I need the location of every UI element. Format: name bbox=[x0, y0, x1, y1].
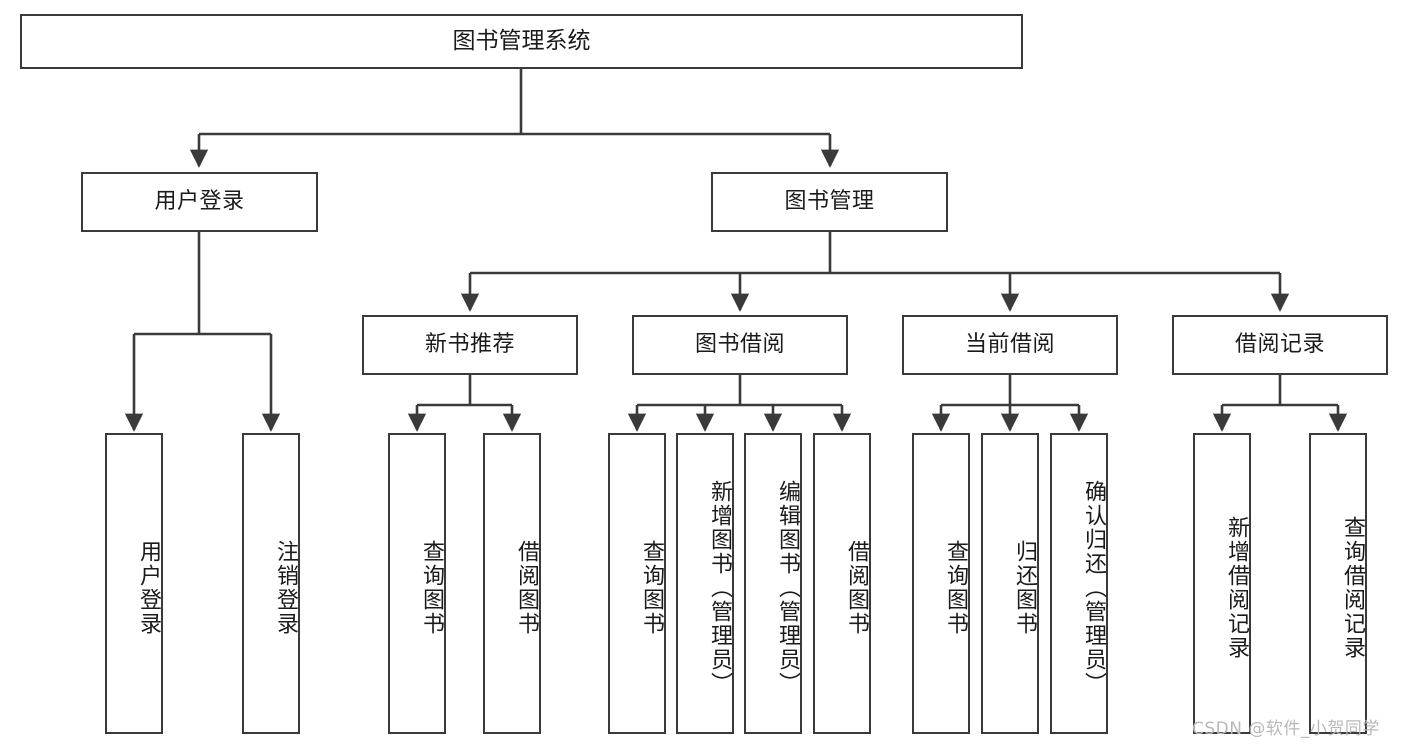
leaf-query-book-2[interactable]: 查询图书 bbox=[608, 433, 666, 734]
leaf-add-book-label: 新增图书（管理员） bbox=[707, 479, 732, 696]
leaf-query-record[interactable]: 查询借阅记录 bbox=[1309, 433, 1367, 734]
leaf-borrow-book-1-label: 借阅图书 bbox=[514, 539, 539, 636]
node-root[interactable]: 图书管理系统 bbox=[20, 14, 1023, 69]
leaf-user-login-label: 用户登录 bbox=[136, 539, 161, 636]
leaf-add-record[interactable]: 新增借阅记录 bbox=[1193, 433, 1251, 734]
node-new-book-recommend[interactable]: 新书推荐 bbox=[362, 315, 578, 375]
leaf-logout-login[interactable]: 注销登录 bbox=[242, 433, 300, 734]
leaf-borrow-book-2-label: 借阅图书 bbox=[844, 539, 869, 636]
leaf-edit-book-label: 编辑图书（管理员） bbox=[775, 479, 800, 696]
node-book-manage-label: 图书管理 bbox=[784, 189, 875, 215]
leaf-borrow-book-1[interactable]: 借阅图书 bbox=[483, 433, 541, 734]
node-user-login[interactable]: 用户登录 bbox=[81, 172, 318, 232]
leaf-confirm-return-label: 确认归还（管理员） bbox=[1081, 479, 1106, 696]
node-current-borrow-label: 当前借阅 bbox=[964, 332, 1055, 358]
leaf-add-record-label: 新增借阅记录 bbox=[1224, 515, 1249, 660]
leaf-logout-login-label: 注销登录 bbox=[273, 539, 298, 636]
node-borrow-record[interactable]: 借阅记录 bbox=[1172, 315, 1388, 375]
leaf-query-book-1-label: 查询图书 bbox=[419, 539, 444, 636]
node-user-login-label: 用户登录 bbox=[154, 189, 245, 215]
leaf-return-book[interactable]: 归还图书 bbox=[981, 433, 1039, 734]
leaf-add-book[interactable]: 新增图书（管理员） bbox=[676, 433, 734, 734]
leaf-query-book-1[interactable]: 查询图书 bbox=[388, 433, 446, 734]
leaf-borrow-book-2[interactable]: 借阅图书 bbox=[813, 433, 871, 734]
node-new-book-recommend-label: 新书推荐 bbox=[424, 332, 515, 358]
leaf-edit-book[interactable]: 编辑图书（管理员） bbox=[744, 433, 802, 734]
node-current-borrow[interactable]: 当前借阅 bbox=[902, 315, 1118, 375]
leaf-query-record-label: 查询借阅记录 bbox=[1340, 515, 1365, 660]
leaf-user-login[interactable]: 用户登录 bbox=[105, 433, 163, 734]
leaf-return-book-label: 归还图书 bbox=[1012, 539, 1037, 636]
node-book-borrow-label: 图书借阅 bbox=[694, 332, 785, 358]
node-borrow-record-label: 借阅记录 bbox=[1234, 332, 1325, 358]
leaf-confirm-return[interactable]: 确认归还（管理员） bbox=[1050, 433, 1108, 734]
csdn-watermark: CSDN @软件_小贺同学 bbox=[1192, 719, 1380, 739]
leaf-query-book-2-label: 查询图书 bbox=[639, 539, 664, 636]
leaf-query-book-3-label: 查询图书 bbox=[943, 539, 968, 636]
node-book-borrow[interactable]: 图书借阅 bbox=[632, 315, 848, 375]
node-root-label: 图书管理系统 bbox=[452, 27, 591, 54]
node-book-manage[interactable]: 图书管理 bbox=[711, 172, 948, 232]
leaf-query-book-3[interactable]: 查询图书 bbox=[912, 433, 970, 734]
